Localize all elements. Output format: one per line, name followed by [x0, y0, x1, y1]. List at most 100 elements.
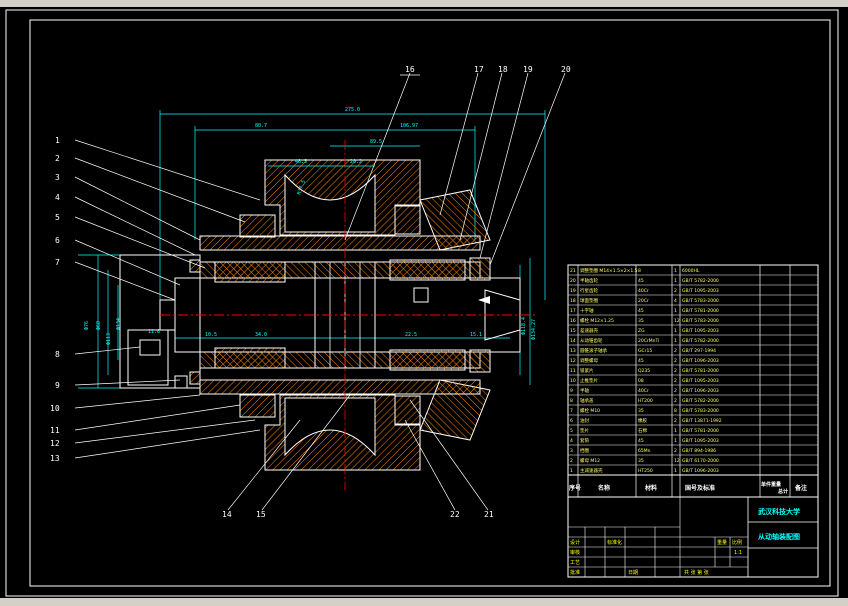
bom-material: 45: [638, 278, 644, 284]
bom-qty: 1: [674, 268, 677, 274]
bom-material: 35: [638, 318, 644, 324]
dim-shaft-b: Ф113: [106, 333, 112, 345]
bom-seq: 5: [570, 428, 573, 434]
bom-seq: 2: [570, 458, 573, 464]
bom-qty: 2: [674, 388, 677, 394]
part-label-2: 2: [55, 154, 60, 163]
bom-header-qty-std: 国号及标准: [685, 484, 715, 492]
bom-seq: 3: [570, 448, 573, 454]
tb-date: 日期: [628, 570, 638, 576]
bom-standard: GB/T 5782-2000: [682, 278, 719, 284]
bom-standard: GB/T 1095-2003: [682, 288, 719, 294]
bom-name: 螺母 M12: [580, 457, 600, 464]
title-school: 武汉科技大学: [758, 507, 800, 516]
dim-bottom-2: 34.0: [255, 332, 267, 338]
part-label-16-top: 16: [405, 65, 415, 74]
part-label-22: 22: [450, 510, 460, 519]
dim-bore-left: Ф76: [84, 321, 90, 330]
part-label-7: 7: [55, 258, 60, 267]
bom-material: 45: [638, 438, 644, 444]
dim-gear-top: 48.5: [295, 159, 307, 165]
bom-standard: GB/T 894-1986: [682, 448, 716, 454]
bom-seq: 20: [570, 278, 576, 284]
outer-frame: [5, 9, 839, 597]
bom-header-total: 总计: [778, 488, 788, 495]
title-drawing-name: 从动轴装配图: [758, 532, 800, 541]
bom-standard: GB/T 5781-2000: [682, 368, 719, 374]
bom-material: 20Cr: [638, 298, 649, 304]
bom-qty: 12: [674, 458, 680, 464]
bom-qty: 12: [674, 318, 680, 324]
part-label-5: 5: [55, 213, 60, 222]
bom-material: 35: [638, 458, 644, 464]
bom-qty: 2: [674, 448, 677, 454]
dim-right-2: Ф118.4: [521, 317, 527, 335]
bom-qty: 2: [674, 398, 677, 404]
bom-seq: 21: [570, 268, 576, 274]
part-label-12: 12: [50, 439, 60, 448]
bom-material: 35: [638, 408, 644, 414]
dim-left-span: 80.7: [255, 123, 267, 129]
bom-standard: GB/T 13871-1992: [682, 418, 722, 424]
part-label-20: 20: [561, 65, 571, 74]
bom-header-name: 名称: [598, 484, 610, 492]
bom-name: 挡圈: [580, 447, 589, 454]
inner-frame: [29, 19, 831, 587]
shaft: [159, 259, 521, 371]
bom-qty: 8: [674, 408, 677, 414]
bom-standard: GB/T 1096-2003: [682, 358, 719, 364]
bom-header-material: 材料: [644, 484, 657, 492]
bom-material: 20CrMnTi: [638, 338, 659, 344]
bom-seq: 12: [570, 358, 576, 364]
tb-checker: 审核: [570, 549, 580, 556]
bom-material: 橡胶: [638, 417, 647, 424]
part-label-18: 18: [498, 65, 508, 74]
bom-standard: GB/T 1095-2003: [682, 328, 719, 334]
bom-material: 45: [638, 308, 644, 314]
bottom-labels: 14 15 22 21: [222, 510, 494, 519]
bom-name: 球面垫圈: [580, 297, 598, 304]
bom-name: 主减速器壳: [580, 467, 603, 474]
bom-standard: 6000HL: [682, 268, 700, 274]
bom-seq: 16: [570, 318, 576, 324]
bom-standard: GB/T 297-1994: [682, 348, 716, 354]
part-label-15: 15: [256, 510, 266, 519]
left-labels: 1 2 3 4 5 6 7 8 9 10 11 12 13: [50, 136, 60, 463]
bom-qty: 2: [674, 348, 677, 354]
bom-standard: GB/T 5781-2000: [682, 308, 719, 314]
bom-seq: 6: [570, 418, 573, 424]
bom-name: 螺栓 M12×1.25: [580, 317, 614, 324]
top-toolbar-strip: [0, 0, 848, 7]
part-label-14: 14: [222, 510, 232, 519]
bom-material: 40Cr: [638, 388, 649, 394]
dim-overall: 275.0: [345, 107, 360, 113]
bom-name: 垫片: [580, 427, 589, 434]
bom-standard: GB/T 5782-2000: [682, 398, 719, 404]
right-bearing: [413, 257, 491, 373]
bom-standard: GB/T 1095-2003: [682, 438, 719, 444]
bom-qty: 1: [674, 468, 677, 474]
dim-bottom-3: 22.5: [405, 332, 417, 338]
part-label-3: 3: [55, 173, 60, 182]
leader-lines: [74, 72, 566, 511]
tb-designer: 设计: [570, 539, 580, 546]
dim-bottom-4: 15.1: [470, 332, 482, 338]
tb-process: 工艺: [570, 560, 580, 566]
bom-standard: GB/T 5781-2000: [682, 428, 719, 434]
dim-gear-top2: 20.2: [350, 159, 362, 165]
top-labels: 16 17 18 19 20: [400, 65, 571, 76]
bom-qty: 2: [674, 418, 677, 424]
bom-name: 从动锥齿轮: [580, 337, 603, 344]
part-label-6: 6: [55, 236, 60, 245]
dim-shaft-a: Ф68: [96, 321, 102, 330]
bom-standard: GB/T 6170-2000: [682, 458, 719, 464]
bom-seq: 14: [570, 338, 576, 344]
bom-name: 半轴: [580, 387, 589, 394]
bom-seq: 8: [570, 398, 573, 404]
dim-bottom-1: 10.5: [205, 332, 217, 338]
bom-seq: 9: [570, 388, 573, 394]
bom-material: ZG: [638, 328, 645, 334]
bom-name: 半轴齿轮: [580, 277, 598, 284]
title-block: 武汉科技大学 从动轴装配图 设计 审核 工艺 批准 标准化 日期 重量 比例 1…: [567, 496, 819, 578]
